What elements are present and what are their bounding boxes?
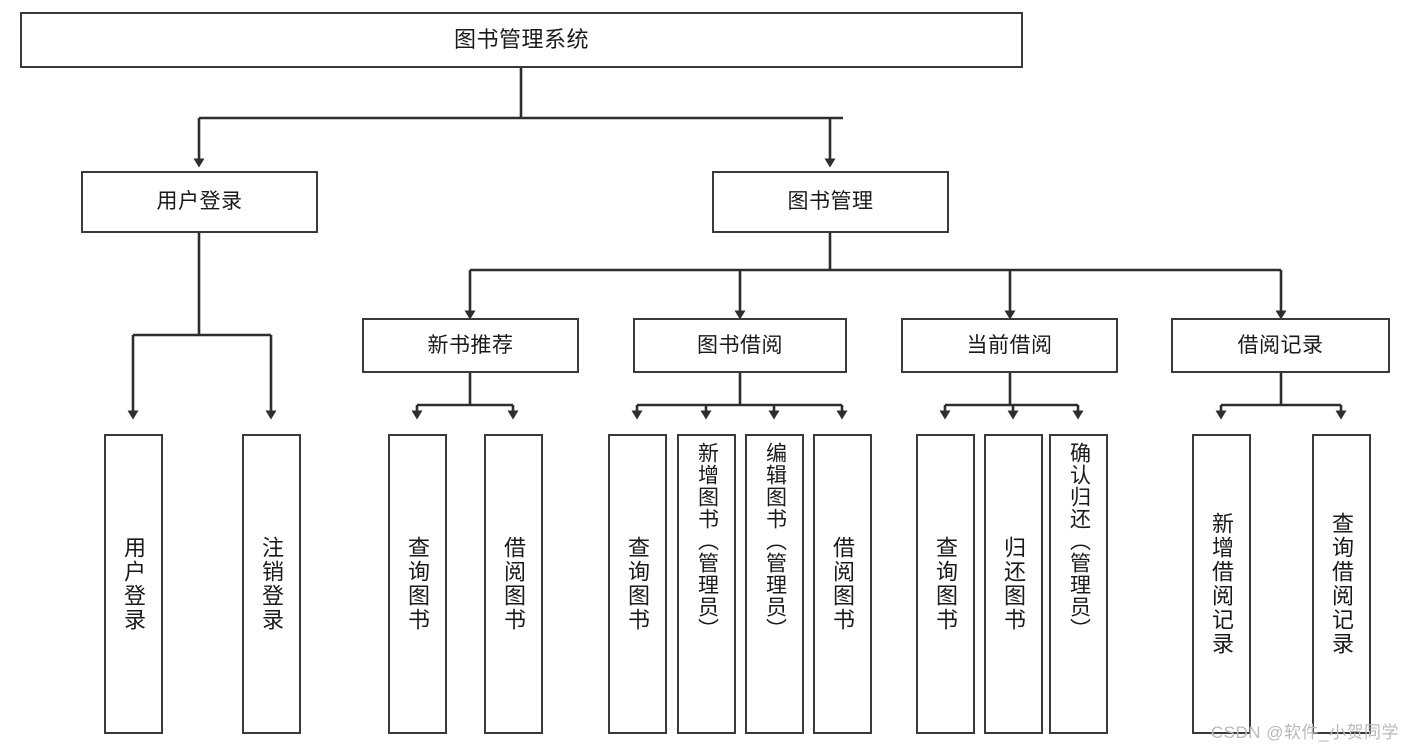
node-root[interactable]: 图书管理系统	[20, 12, 1023, 68]
leaf-confirm-return[interactable]: 确认归还（管理员）	[1049, 434, 1108, 734]
node-borrow-record[interactable]: 借阅记录	[1171, 318, 1390, 373]
leaf-user-login-label: 用户登录	[121, 536, 147, 632]
leaf-edit-book[interactable]: 编辑图书（管理员）	[745, 434, 804, 734]
leaf-query-book-1[interactable]: 查询图书	[388, 434, 447, 734]
leaf-borrow-book-2[interactable]: 借阅图书	[813, 434, 872, 734]
node-current-borrow[interactable]: 当前借阅	[901, 318, 1118, 373]
watermark: CSDN @软件_小贺同学	[1210, 723, 1399, 742]
leaf-query-book-3-label: 查询图书	[933, 536, 959, 632]
node-new-book-rec[interactable]: 新书推荐	[362, 318, 579, 373]
leaf-borrow-book-2-label: 借阅图书	[830, 536, 856, 632]
leaf-add-book-label: 新增图书（管理员）	[695, 442, 719, 640]
leaf-query-book-1-label: 查询图书	[405, 536, 431, 632]
leaf-query-book-2-label: 查询图书	[625, 536, 651, 632]
leaf-query-record[interactable]: 查询借阅记录	[1312, 434, 1371, 734]
leaf-return-book-label: 归还图书	[1001, 536, 1027, 632]
node-new-book-rec-label: 新书推荐	[427, 333, 514, 357]
node-book-borrow-label: 图书借阅	[697, 333, 783, 357]
leaf-user-login[interactable]: 用户登录	[104, 434, 163, 734]
node-book-manage-label: 图书管理	[787, 190, 874, 214]
node-root-label: 图书管理系统	[453, 26, 589, 52]
leaf-borrow-book-1-label: 借阅图书	[501, 536, 527, 632]
leaf-logout-label: 注销登录	[259, 536, 285, 632]
leaf-borrow-book-1[interactable]: 借阅图书	[484, 434, 543, 734]
node-book-borrow[interactable]: 图书借阅	[633, 318, 847, 373]
leaf-query-record-label: 查询借阅记录	[1329, 512, 1355, 656]
node-user-login[interactable]: 用户登录	[81, 171, 318, 233]
leaf-confirm-return-label: 确认归还（管理员）	[1067, 442, 1091, 640]
node-current-borrow-label: 当前借阅	[966, 333, 1053, 357]
leaf-add-record-label: 新增借阅记录	[1209, 512, 1235, 656]
node-borrow-record-label: 借阅记录	[1237, 333, 1324, 357]
leaf-add-record[interactable]: 新增借阅记录	[1192, 434, 1251, 734]
leaf-edit-book-label: 编辑图书（管理员）	[763, 442, 787, 640]
leaf-query-book-2[interactable]: 查询图书	[608, 434, 667, 734]
node-user-login-label: 用户登录	[156, 190, 243, 214]
leaf-query-book-3[interactable]: 查询图书	[916, 434, 975, 734]
leaf-add-book[interactable]: 新增图书（管理员）	[677, 434, 736, 734]
leaf-return-book[interactable]: 归还图书	[984, 434, 1043, 734]
leaf-logout[interactable]: 注销登录	[242, 434, 301, 734]
node-book-manage[interactable]: 图书管理	[712, 171, 949, 233]
